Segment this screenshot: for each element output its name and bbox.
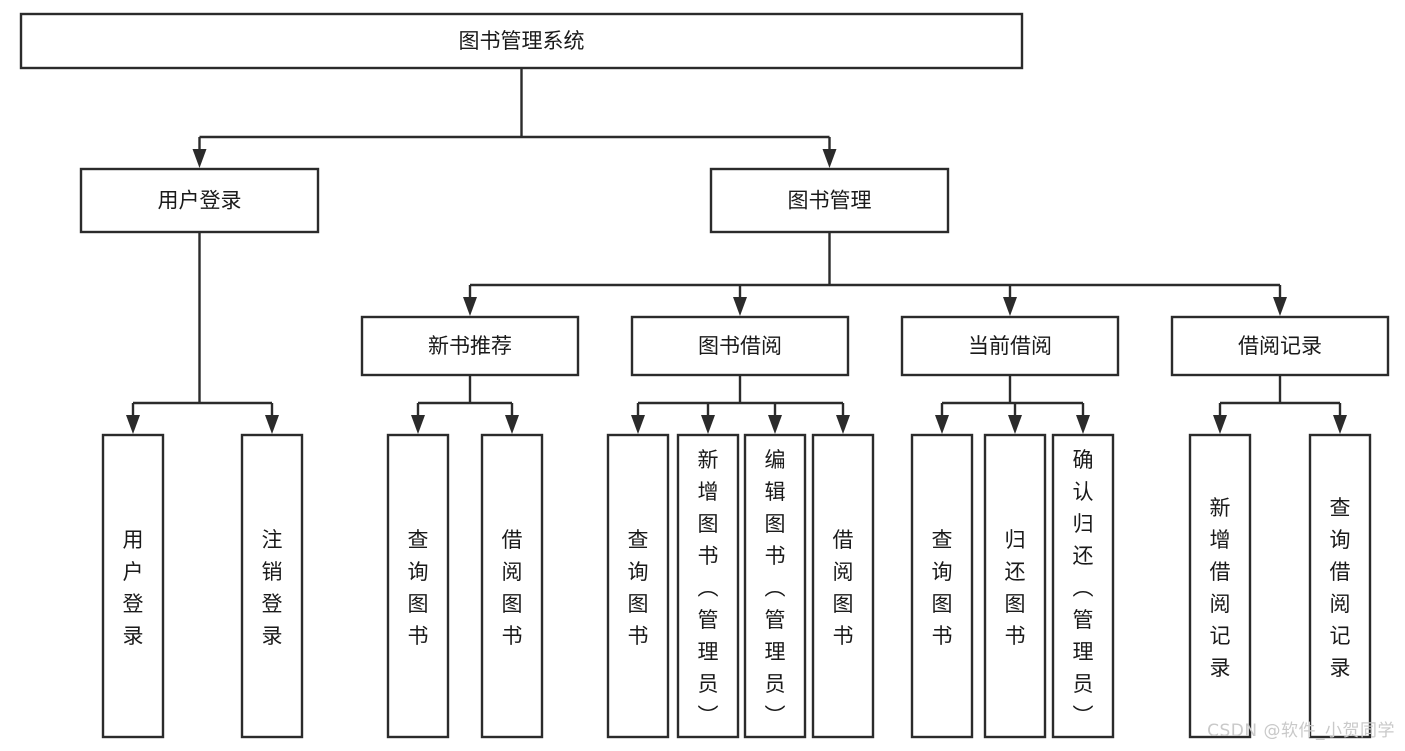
- node-leaf-confirm-return[interactable]: 确认归还︵管理员︶: [1051, 433, 1115, 739]
- arrow-head-icon: [1003, 297, 1017, 316]
- arrow-head-icon: [935, 415, 949, 434]
- node-label: 借阅记录: [1238, 334, 1322, 358]
- node-label: 查询图书: [932, 528, 953, 648]
- node-label: 借阅图书: [833, 528, 854, 648]
- arrow-head-icon: [126, 415, 140, 434]
- node-box: [910, 433, 974, 739]
- node-label: 当前借阅: [968, 334, 1052, 358]
- node-box: [709, 167, 950, 234]
- arrow-head-icon: [768, 415, 782, 434]
- arrow-head-icon: [822, 149, 837, 168]
- node-leaf-borrow-book-1[interactable]: 借阅图书: [480, 433, 544, 739]
- node-box: [1051, 433, 1115, 739]
- node-box: [811, 433, 875, 739]
- arrow-head-icon: [1076, 415, 1090, 434]
- node-box: [1170, 315, 1390, 377]
- node-label: 归还图书: [1005, 528, 1026, 648]
- node-box: [983, 433, 1047, 739]
- arrow-head-icon: [701, 415, 715, 434]
- watermark-text: CSDN @软件_小贺同学: [1207, 721, 1395, 741]
- node-label: 查询图书: [628, 528, 649, 648]
- arrow-head-icon: [411, 415, 425, 434]
- node-borrow-record[interactable]: 借阅记录: [1170, 315, 1390, 377]
- node-label: 图书管理: [788, 189, 872, 213]
- node-box: [360, 315, 580, 377]
- node-label: 图书管理系统: [459, 29, 585, 53]
- node-label: 注销登录: [262, 528, 283, 648]
- node-leaf-borrow-book-2[interactable]: 借阅图书: [811, 433, 875, 739]
- arrow-head-icon: [463, 297, 477, 316]
- node-label: 编辑图书︵管理员︶: [765, 448, 786, 728]
- node-label: 新增借阅记录: [1210, 496, 1231, 680]
- node-user-login[interactable]: 用户登录: [79, 167, 320, 234]
- node-box: [1308, 433, 1372, 739]
- arrow-head-icon: [1333, 415, 1347, 434]
- node-box: [606, 433, 670, 739]
- node-box: [1188, 433, 1252, 739]
- node-box: [480, 433, 544, 739]
- node-label: 借阅图书: [502, 528, 523, 648]
- arrow-head-icon: [836, 415, 850, 434]
- node-box: [101, 433, 165, 739]
- arrow-head-icon: [265, 415, 279, 434]
- node-current-borrow[interactable]: 当前借阅: [900, 315, 1120, 377]
- node-root[interactable]: 图书管理系统: [19, 12, 1024, 70]
- node-leaf-return-book[interactable]: 归还图书: [983, 433, 1047, 739]
- arrow-head-icon: [733, 297, 747, 316]
- node-leaf-query-record[interactable]: 查询借阅记录: [1308, 433, 1372, 739]
- node-box: [676, 433, 740, 739]
- node-box: [743, 433, 807, 739]
- arrow-head-icon: [505, 415, 519, 434]
- node-leaf-add-book[interactable]: 新增图书︵管理员︶: [676, 433, 740, 739]
- node-leaf-query-book-1[interactable]: 查询图书: [386, 433, 450, 739]
- arrow-head-icon: [192, 149, 207, 168]
- arrow-head-icon: [631, 415, 645, 434]
- node-leaf-logout[interactable]: 注销登录: [240, 433, 304, 739]
- node-label: 新增图书︵管理员︶: [698, 448, 719, 728]
- node-box: [386, 433, 450, 739]
- node-new-book-rec[interactable]: 新书推荐: [360, 315, 580, 377]
- arrow-head-icon: [1213, 415, 1227, 434]
- node-leaf-query-book-3[interactable]: 查询图书: [910, 433, 974, 739]
- node-leaf-add-record[interactable]: 新增借阅记录: [1188, 433, 1252, 739]
- arrow-head-icon: [1008, 415, 1022, 434]
- arrow-head-icon: [1273, 297, 1287, 316]
- node-label: 用户登录: [158, 189, 242, 213]
- node-box: [79, 167, 320, 234]
- node-leaf-edit-book[interactable]: 编辑图书︵管理员︶: [743, 433, 807, 739]
- node-label: 查询借阅记录: [1330, 496, 1351, 680]
- node-box: [630, 315, 850, 377]
- node-box: [900, 315, 1120, 377]
- node-label: 新书推荐: [428, 334, 512, 358]
- node-box: [19, 12, 1024, 70]
- node-label: 查询图书: [408, 528, 429, 648]
- node-label: 确认归还︵管理员︶: [1073, 448, 1094, 728]
- node-label: 用户登录: [123, 528, 144, 648]
- node-leaf-user-login[interactable]: 用户登录: [101, 433, 165, 739]
- node-leaf-query-book-2[interactable]: 查询图书: [606, 433, 670, 739]
- node-book-manage[interactable]: 图书管理: [709, 167, 950, 234]
- node-label: 图书借阅: [698, 334, 782, 358]
- node-box: [240, 433, 304, 739]
- node-book-borrow[interactable]: 图书借阅: [630, 315, 850, 377]
